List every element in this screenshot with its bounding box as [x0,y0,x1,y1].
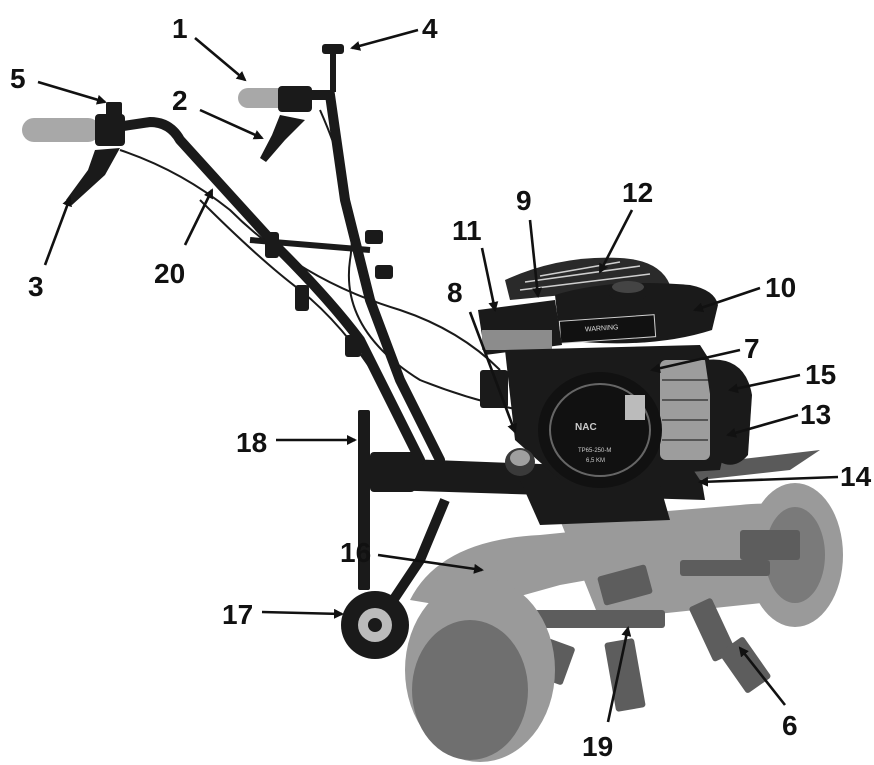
arrow-2 [199,108,264,140]
arrow-10 [693,286,761,313]
depth-bar [358,410,370,590]
control-cable-left [119,149,501,371]
callout-12: 12 [622,177,653,208]
gear-shift-rod [330,52,336,92]
callout-20: 20 [154,258,185,289]
callout-10: 10 [765,272,796,303]
arrow-6 [738,646,787,706]
callout-7: 7 [744,333,760,364]
callout-1: 1 [172,13,188,44]
callout-13: 13 [800,399,831,430]
engine-power: 6,5 KM [586,458,605,464]
control-cable-right [319,109,521,411]
arrow-9 [528,219,543,298]
transport-wheel-cap [368,618,382,632]
right-lever [260,115,305,162]
arrow-13 [726,413,799,438]
machine-illustration: WARNING NAC TP65-250-M 6,5 KM [22,44,843,762]
warning-sticker [558,314,657,344]
right-grip-collar [278,86,312,112]
recoil-grip-handle [625,395,645,420]
drive-housing [520,480,670,525]
arrow-11 [480,247,499,312]
engine: WARNING NAC TP65-250-M 6,5 KM [478,257,752,488]
arrow-5 [37,80,107,105]
callout-15: 15 [805,359,836,390]
air-filter-window [482,330,552,350]
arrow-14 [698,475,839,487]
left-handlebar-tube [105,116,425,465]
callout-5: 5 [10,63,26,94]
callout-6: 6 [782,710,798,741]
arrow-3 [43,196,72,266]
callout-9: 9 [516,185,532,216]
arrow-7 [650,348,741,374]
callout-19: 19 [582,731,613,762]
fuel-cap-top [612,281,644,293]
cylinder-fins [660,360,710,460]
arrow-1 [194,37,247,82]
callout-16: 16 [340,537,371,568]
warning-sticker-text: WARNING [585,324,619,333]
callout-2: 2 [172,85,188,116]
arrow-12 [598,209,634,274]
gear-shift-knob [322,44,344,54]
callout-4: 4 [422,13,438,44]
depth-bar-clamp [370,452,415,492]
fender-flap [690,450,820,480]
callout-3: 3 [28,271,44,302]
arrow-20 [183,188,214,246]
engine-control-box [480,370,508,408]
callout-17: 17 [222,599,253,630]
left-switch [106,102,122,118]
arrow-19 [606,626,632,723]
left-grip-collar [95,114,125,146]
callout-18: 18 [236,427,267,458]
left-grip [22,118,100,142]
arrow-15 [728,373,801,394]
engine-model: TP65-250-M [578,448,611,454]
callout-arrows [37,28,839,723]
recoil-starter-ring [549,383,651,477]
arrow-17 [261,608,344,619]
callout-11: 11 [452,215,482,246]
callout-8: 8 [447,277,463,308]
recoil-starter [538,372,662,488]
muffler [705,359,752,465]
oil-filler-cap-highlight [510,450,530,466]
arrow-4 [350,28,419,51]
handlebar-adjusters [265,230,393,357]
arrow-8 [468,311,517,434]
left-lever [66,148,120,205]
arrow-16 [377,553,484,574]
front-side-disc-face [412,620,528,760]
engine-brand: NAC [575,422,597,433]
callout-14: 14 [840,461,872,492]
callout-numbers: 1 2 3 4 5 6 7 8 9 10 11 12 13 14 15 16 1… [10,13,872,762]
cylinder-fin-lines [662,379,708,441]
